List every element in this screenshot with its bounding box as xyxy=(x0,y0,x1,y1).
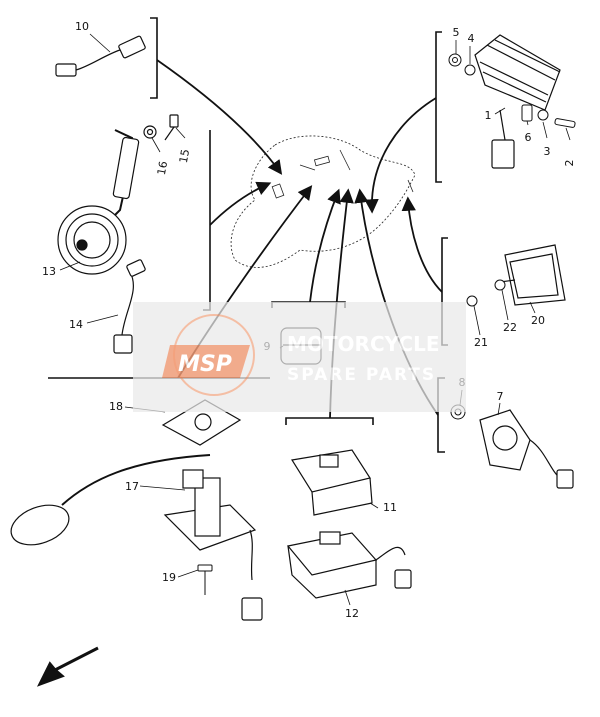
callout-leaders xyxy=(59,33,571,606)
watermark: MSP MOTORCYCLE SPARE PARTS xyxy=(133,302,466,412)
part-17-fuel-sender xyxy=(10,454,263,621)
part-14-lead-wire xyxy=(113,259,146,354)
callout-11: 11 xyxy=(383,501,397,514)
watermark-line2: SPARE PARTS xyxy=(287,365,436,385)
watermark-line1: MOTORCYCLE xyxy=(287,332,439,356)
frame-outline xyxy=(230,135,416,268)
part-11-control-unit xyxy=(291,449,373,516)
callout-21: 21 xyxy=(474,336,488,349)
part-3-washer xyxy=(537,109,549,121)
callout-20: 20 xyxy=(531,314,545,327)
callout-7: 7 xyxy=(497,390,504,403)
callout-4: 4 xyxy=(468,32,475,45)
part-10-wire-connector xyxy=(55,35,146,77)
callout-6: 6 xyxy=(525,131,532,144)
callout-5: 5 xyxy=(453,26,460,39)
part-1-rectifier xyxy=(474,34,561,169)
part-6-spacer xyxy=(521,104,533,122)
callout-19: 19 xyxy=(162,571,176,584)
callout-1: 1 xyxy=(485,109,492,122)
callout-10: 10 xyxy=(75,20,89,33)
part-21-washer xyxy=(466,295,478,307)
callout-15: 15 xyxy=(177,148,192,164)
callout-labels: 10 1 2 3 4 5 6 13 14 15 16 9 18 17 19 11… xyxy=(42,20,576,620)
part-16-washer xyxy=(143,125,157,139)
callout-17: 17 xyxy=(125,480,139,493)
part-22-nut xyxy=(494,279,506,291)
part-7-flasher xyxy=(479,409,574,489)
callout-12: 12 xyxy=(345,607,359,620)
watermark-logo-text: MSP xyxy=(178,352,232,377)
callout-18: 18 xyxy=(109,400,123,413)
watermark-logo-badge xyxy=(162,345,250,378)
part-19-screw xyxy=(197,564,213,595)
part-4-washer xyxy=(464,64,476,76)
part-13-horn xyxy=(57,129,140,275)
callout-16: 16 xyxy=(155,160,170,176)
part-2-bolt xyxy=(554,118,576,128)
arrows xyxy=(156,59,443,419)
callout-2: 2 xyxy=(563,160,576,167)
part-12-control-unit xyxy=(286,531,412,599)
part-15-bolt xyxy=(164,114,179,141)
callout-14: 14 xyxy=(69,318,83,331)
callout-3: 3 xyxy=(544,145,551,158)
callout-22: 22 xyxy=(503,321,517,334)
front-direction-arrow-icon xyxy=(36,646,99,687)
part-20-relay xyxy=(499,244,566,306)
callout-13: 13 xyxy=(42,265,56,278)
frame-bracket xyxy=(313,155,331,167)
part-5-nut xyxy=(448,53,462,67)
